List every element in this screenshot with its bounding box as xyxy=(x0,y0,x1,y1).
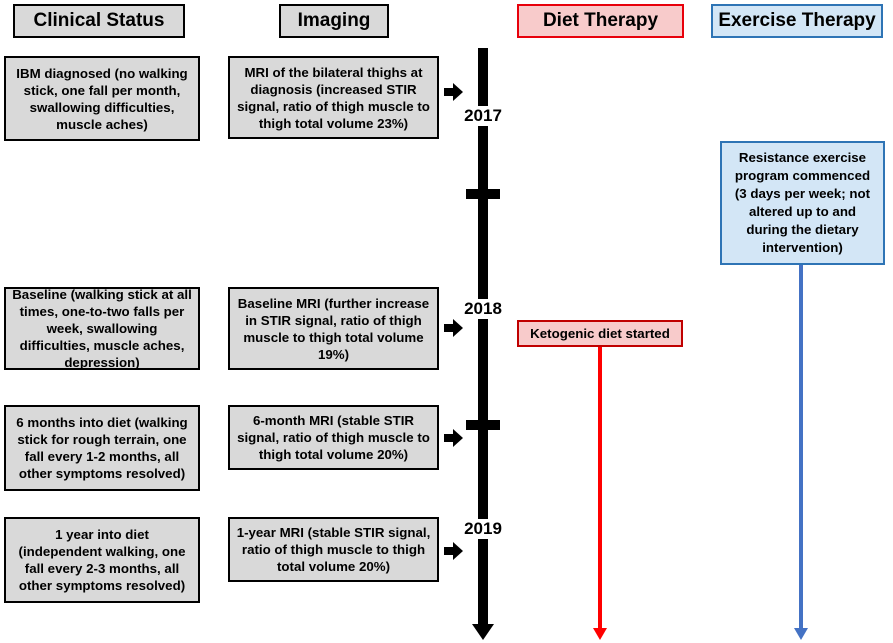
imaging-arrow-2 xyxy=(444,319,463,337)
clinical-status-text: 6 months into diet (walking stick for ro… xyxy=(16,415,188,481)
diet-event-label: Ketogenic diet started xyxy=(530,326,670,341)
exercise-therapy-line xyxy=(799,264,803,630)
clinical-status-box-1-year: 1 year into diet (independent walking, o… xyxy=(4,517,200,603)
diet-therapy-line xyxy=(598,346,602,630)
header-diet-therapy: Diet Therapy xyxy=(517,4,684,38)
imaging-box-diagnosis-mri: MRI of the bilateral thighs at diagnosis… xyxy=(228,56,439,139)
diet-event-box: Ketogenic diet started xyxy=(517,320,683,347)
clinical-status-text: 1 year into diet (independent walking, o… xyxy=(18,527,186,593)
timeline-tick-mid-2017 xyxy=(466,189,500,199)
clinical-status-box-baseline: Baseline (walking stick at all times, on… xyxy=(4,287,200,370)
clinical-status-text: Baseline (walking stick at all times, on… xyxy=(12,287,192,370)
imaging-text: 1-year MRI (stable STIR signal, ratio of… xyxy=(236,525,431,574)
imaging-text: MRI of the bilateral thighs at diagnosis… xyxy=(237,64,430,131)
imaging-arrow-3 xyxy=(444,429,463,447)
timeline-arrowhead xyxy=(472,624,494,640)
clinical-status-box-6-months: 6 months into diet (walking stick for ro… xyxy=(4,405,200,491)
imaging-box-1-year-mri: 1-year MRI (stable STIR signal, ratio of… xyxy=(228,517,439,582)
imaging-box-6-month-mri: 6-month MRI (stable STIR signal, ratio o… xyxy=(228,405,439,470)
clinical-status-box-diagnosis: IBM diagnosed (no walking stick, one fal… xyxy=(4,56,200,141)
imaging-arrow-1 xyxy=(444,83,463,101)
header-clinical-status-label: Clinical Status xyxy=(33,10,165,31)
exercise-event-label: Resistance exercise program commenced (3… xyxy=(734,150,871,255)
imaging-arrow-4 xyxy=(444,542,463,560)
imaging-text: 6-month MRI (stable STIR signal, ratio o… xyxy=(237,413,430,462)
imaging-text: Baseline MRI (further increase in STIR s… xyxy=(237,295,430,362)
header-diet-therapy-label: Diet Therapy xyxy=(542,10,659,31)
year-label-2019: 2019 xyxy=(462,519,504,539)
clinical-status-text: IBM diagnosed (no walking stick, one fal… xyxy=(16,65,188,132)
timeline-tick-mid-2018 xyxy=(466,420,500,430)
diet-therapy-arrowhead xyxy=(593,628,607,640)
exercise-event-box: Resistance exercise program commenced (3… xyxy=(720,141,885,265)
header-exercise-therapy-label: Exercise Therapy xyxy=(718,10,876,31)
year-label-2018: 2018 xyxy=(462,299,504,319)
exercise-therapy-arrowhead xyxy=(794,628,808,640)
header-imaging-label: Imaging xyxy=(297,10,371,31)
header-clinical-status: Clinical Status xyxy=(13,4,185,38)
year-label-2017: 2017 xyxy=(462,106,504,126)
imaging-box-baseline-mri: Baseline MRI (further increase in STIR s… xyxy=(228,287,439,370)
header-imaging: Imaging xyxy=(279,4,389,38)
header-exercise-therapy: Exercise Therapy xyxy=(711,4,883,38)
timeline-axis xyxy=(478,48,488,626)
